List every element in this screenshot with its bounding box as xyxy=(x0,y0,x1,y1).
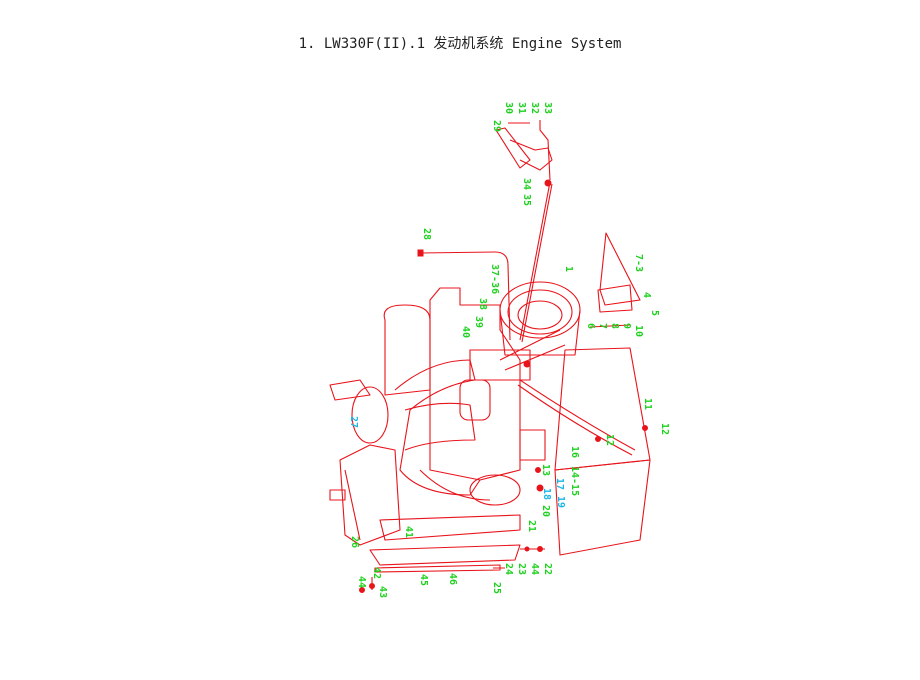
part-label: 13 xyxy=(540,464,551,476)
part-label: 19 xyxy=(555,496,566,508)
part-label: 7 xyxy=(597,323,608,329)
part-label: 9 xyxy=(621,323,632,329)
part-label: 1 xyxy=(563,266,574,272)
part-label: 10 xyxy=(633,325,644,337)
part-label: 41 xyxy=(403,526,414,538)
part-label: 35 xyxy=(521,194,532,206)
part-label: 4 xyxy=(641,292,652,298)
part-label: 40 xyxy=(460,326,471,338)
part-label: 8 xyxy=(609,323,620,329)
part-label: 29 xyxy=(491,120,502,132)
part-label: 25 xyxy=(491,582,502,594)
part-label: 43 xyxy=(377,586,388,598)
part-label: 30 xyxy=(503,102,514,114)
part-label: 16 xyxy=(569,446,580,458)
part-label: 17 xyxy=(554,478,565,490)
part-label: 20 xyxy=(540,505,551,517)
part-label: 21 xyxy=(526,520,537,532)
part-label: 37-36 xyxy=(489,264,500,294)
part-label: 11 xyxy=(642,398,653,410)
part-label: 31 xyxy=(516,102,527,114)
part-label: 33 xyxy=(542,102,553,114)
part-label: 28 xyxy=(421,228,432,240)
part-label: 22 xyxy=(542,563,553,575)
part-label: 34 xyxy=(521,178,532,190)
part-label: 5 xyxy=(649,310,660,316)
part-label: 44 xyxy=(529,563,540,575)
diagram-title: 1. LW330F(II).1 发动机系统 Engine System xyxy=(298,36,622,52)
part-label: 27 xyxy=(348,416,359,428)
part-label: 32 xyxy=(529,102,540,114)
part-label: 12 xyxy=(659,423,670,435)
part-label: 42 xyxy=(371,567,382,579)
part-label: 44 xyxy=(356,576,367,588)
part-label: 45 xyxy=(418,574,429,586)
part-label: 46 xyxy=(447,573,458,585)
part-label: 12 xyxy=(604,434,615,446)
part-label: 7-3 xyxy=(633,254,644,272)
part-label: 6 xyxy=(585,323,596,329)
part-label: 18 xyxy=(541,488,552,500)
part-label: 39 xyxy=(473,316,484,328)
engine-drawing xyxy=(329,120,651,593)
part-label: 26 xyxy=(349,536,360,548)
part-label: 23 xyxy=(516,563,527,575)
part-label: 24 xyxy=(503,563,514,575)
part-label: 38 xyxy=(477,298,488,310)
part-label: 14-15 xyxy=(569,466,580,496)
